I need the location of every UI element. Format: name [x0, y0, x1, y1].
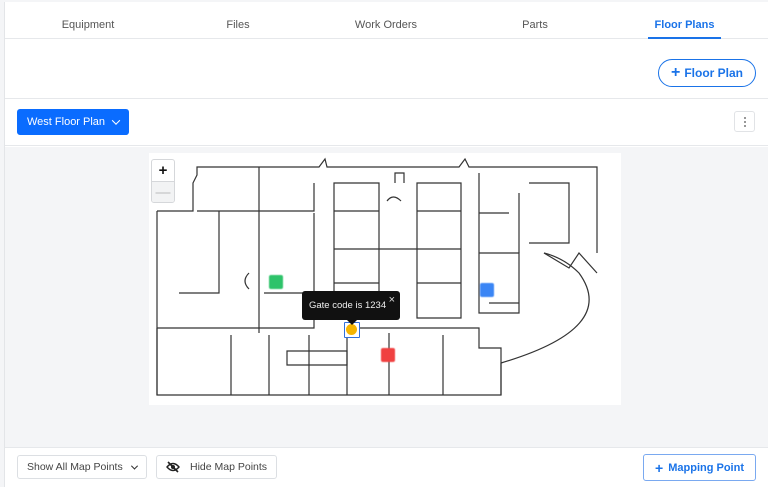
chevron-down-icon	[130, 462, 138, 470]
add-mapping-point-button[interactable]: + Mapping Point	[643, 454, 756, 481]
tab-bar: Equipment Files Work Orders Parts Floor …	[5, 2, 768, 39]
map-viewport[interactable]: + —	[5, 147, 768, 447]
map-marker-blue[interactable]	[480, 283, 494, 297]
zoom-out-button[interactable]: —	[152, 181, 174, 202]
tab-work-orders[interactable]: Work Orders	[354, 19, 418, 31]
tab-parts[interactable]: Parts	[522, 19, 548, 31]
chevron-down-icon	[111, 116, 121, 125]
map-zoom-control: + —	[151, 159, 175, 203]
map-marker-green[interactable]	[269, 275, 283, 289]
hide-map-points-label: Hide Map Points	[190, 461, 268, 473]
map-footer: Show All Map Points Hide Map Points + Ma…	[5, 447, 768, 487]
floor-plan-toolbar: West Floor Plan	[5, 100, 768, 146]
map-marker-red[interactable]	[381, 348, 395, 362]
tab-floor-plans[interactable]: Floor Plans	[648, 2, 721, 39]
header-band: + Floor Plan	[5, 39, 768, 99]
plus-icon: +	[670, 64, 681, 81]
kebab-menu-icon	[743, 116, 746, 119]
app-frame: Equipment Files Work Orders Parts Floor …	[4, 2, 768, 487]
add-mapping-point-label: Mapping Point	[668, 461, 744, 474]
map-points-filter-select[interactable]: Show All Map Points	[17, 455, 147, 479]
add-floor-plan-button[interactable]: + Floor Plan	[657, 59, 756, 87]
floor-plan-select-value: West Floor Plan	[27, 116, 106, 128]
map-points-filter-value: Show All Map Points	[27, 461, 123, 473]
tab-equipment[interactable]: Equipment	[61, 19, 115, 31]
more-options-button[interactable]	[734, 111, 755, 132]
floor-plan-image	[149, 153, 621, 405]
zoom-in-button[interactable]: +	[158, 162, 168, 179]
eye-slash-icon	[166, 461, 180, 473]
tooltip-text: Gate code is 1234	[309, 300, 387, 311]
floor-plan-select[interactable]: West Floor Plan	[17, 109, 130, 135]
hide-map-points-button[interactable]: Hide Map Points	[156, 455, 278, 479]
map-point-tooltip: Gate code is 1234 ×	[302, 291, 400, 325]
add-floor-plan-label: Floor Plan	[684, 66, 743, 80]
tab-files[interactable]: Files	[226, 19, 250, 31]
close-icon[interactable]: ×	[388, 294, 395, 306]
plus-icon: +	[655, 459, 664, 476]
